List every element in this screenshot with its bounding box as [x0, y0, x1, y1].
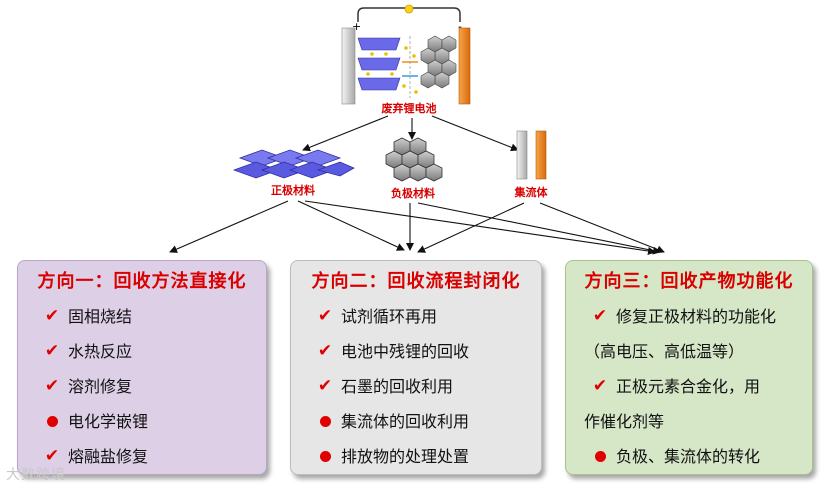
list-item: 排放物的处理处置	[301, 439, 533, 474]
anode-label: 负极材料	[391, 186, 435, 200]
check-icon: ✔	[44, 376, 60, 396]
check-icon: ✔	[44, 446, 60, 466]
check-icon: ✔	[317, 341, 333, 361]
list-item-text: 排放物的处理处置	[341, 447, 470, 466]
list-item-text: 熔融盐修复	[68, 447, 149, 466]
battery-illustration: + -	[341, 4, 471, 105]
direction-box-1-items: ✔ 固相烧结 ✔ 水热反应 ✔ 溶剂修复电化学嵌锂 ✔ 熔融盐修复	[28, 299, 258, 474]
cathode-layers-icon	[357, 37, 401, 91]
list-item: 作催化剂等	[576, 404, 804, 439]
direction-box-2: 方向二：回收流程封闭化 ✔ 试剂循环再用 ✔ 电池中残锂的回收 ✔ 石墨的回收利用集流体的…	[290, 260, 542, 475]
list-item: （高电压、高低温等）	[576, 334, 804, 369]
list-item: ✔ 正极元素合金化，用	[576, 369, 804, 404]
minus-sign: -	[458, 20, 462, 33]
list-item-text: 石墨的回收利用	[341, 377, 454, 396]
list-item-text: 负极、集流体的转化	[616, 447, 761, 466]
battery-label: 废弃锂电池	[382, 101, 437, 115]
anode-graphite-icon	[420, 35, 457, 89]
list-item-text: 固相烧结	[68, 307, 133, 326]
direction-box-1: 方向一：回收方法直接化 ✔ 固相烧结 ✔ 水热反应 ✔ 溶剂修复电化学嵌锂 ✔ 熔融盐修复	[17, 260, 267, 475]
list-item-text: 试剂循环再用	[341, 307, 438, 326]
list-item-text: 水热反应	[68, 342, 133, 361]
list-item: ✔ 石墨的回收利用	[301, 369, 533, 404]
list-item: ✔ 熔融盐修复	[28, 439, 258, 474]
list-item-text: 集流体的回收利用	[341, 412, 470, 431]
check-icon: ✔	[592, 306, 608, 326]
direction-box-3-title: 方向三：回收产物功能化	[584, 271, 794, 292]
list-item: 负极、集流体的转化	[576, 439, 804, 474]
direction-box-2-title: 方向二：回收流程封闭化	[311, 271, 521, 292]
direction-box-1-title: 方向一：回收方法直接化	[37, 271, 247, 292]
collector-icon	[516, 130, 547, 180]
list-item: ✔ 固相烧结	[28, 299, 258, 334]
cathode-material-icon	[232, 149, 355, 179]
list-item-text: 电化学嵌锂	[68, 412, 149, 431]
bulb-icon	[404, 4, 414, 14]
list-item: ✔ 水热反应	[28, 334, 258, 369]
list-item: ✔ 试剂循环再用	[301, 299, 533, 334]
arrows-battery-to-components	[302, 115, 519, 152]
bullet-dot-icon	[590, 439, 610, 474]
ion-dots	[402, 46, 418, 94]
list-item: ✔ 电池中残锂的回收	[301, 334, 533, 369]
battery-cathode-plate	[341, 27, 356, 105]
bullet-dot-icon	[315, 404, 335, 439]
list-item: 集流体的回收利用	[301, 404, 533, 439]
direction-box-3-items: ✔ 修复正极材料的功能化 （高电压、高低温等） ✔ 正极元素合金化，用作催化剂等负极、集…	[576, 299, 804, 474]
bullet-dot-icon	[42, 404, 62, 439]
check-icon: ✔	[44, 306, 60, 326]
list-item: ✔ 溶剂修复	[28, 369, 258, 404]
list-item-text: 溶剂修复	[68, 377, 133, 396]
plus-sign: +	[352, 20, 361, 33]
collector-label: 集流体	[514, 185, 549, 199]
check-icon: ✔	[44, 341, 60, 361]
list-item-text: 电池中残锂的回收	[341, 342, 470, 361]
check-icon: ✔	[317, 376, 333, 396]
list-item: ✔ 修复正极材料的功能化	[576, 299, 804, 334]
anode-material-icon	[385, 137, 443, 182]
direction-box-2-items: ✔ 试剂循环再用 ✔ 电池中残锂的回收 ✔ 石墨的回收利用集流体的回收利用排放物的处理处置	[301, 299, 533, 474]
bullet-dot-icon	[315, 439, 335, 474]
list-item-text: 作催化剂等	[584, 412, 665, 431]
arrows-components-to-directions	[169, 200, 665, 255]
list-item-text: 修复正极材料的功能化	[616, 307, 777, 326]
check-icon: ✔	[592, 376, 608, 396]
check-icon: ✔	[317, 306, 333, 326]
battery-anode-plate	[458, 27, 471, 105]
watermark: 大数跨境	[6, 467, 66, 483]
direction-box-3: 方向三：回收产物功能化 ✔ 修复正极材料的功能化 （高电压、高低温等） ✔ 正极元素合金…	[565, 260, 813, 475]
cathode-label: 正极材料	[271, 183, 315, 197]
list-item-text: 正极元素合金化，用	[616, 377, 761, 396]
list-item: 电化学嵌锂	[28, 404, 258, 439]
list-item-text: （高电压、高低温等）	[584, 342, 745, 361]
